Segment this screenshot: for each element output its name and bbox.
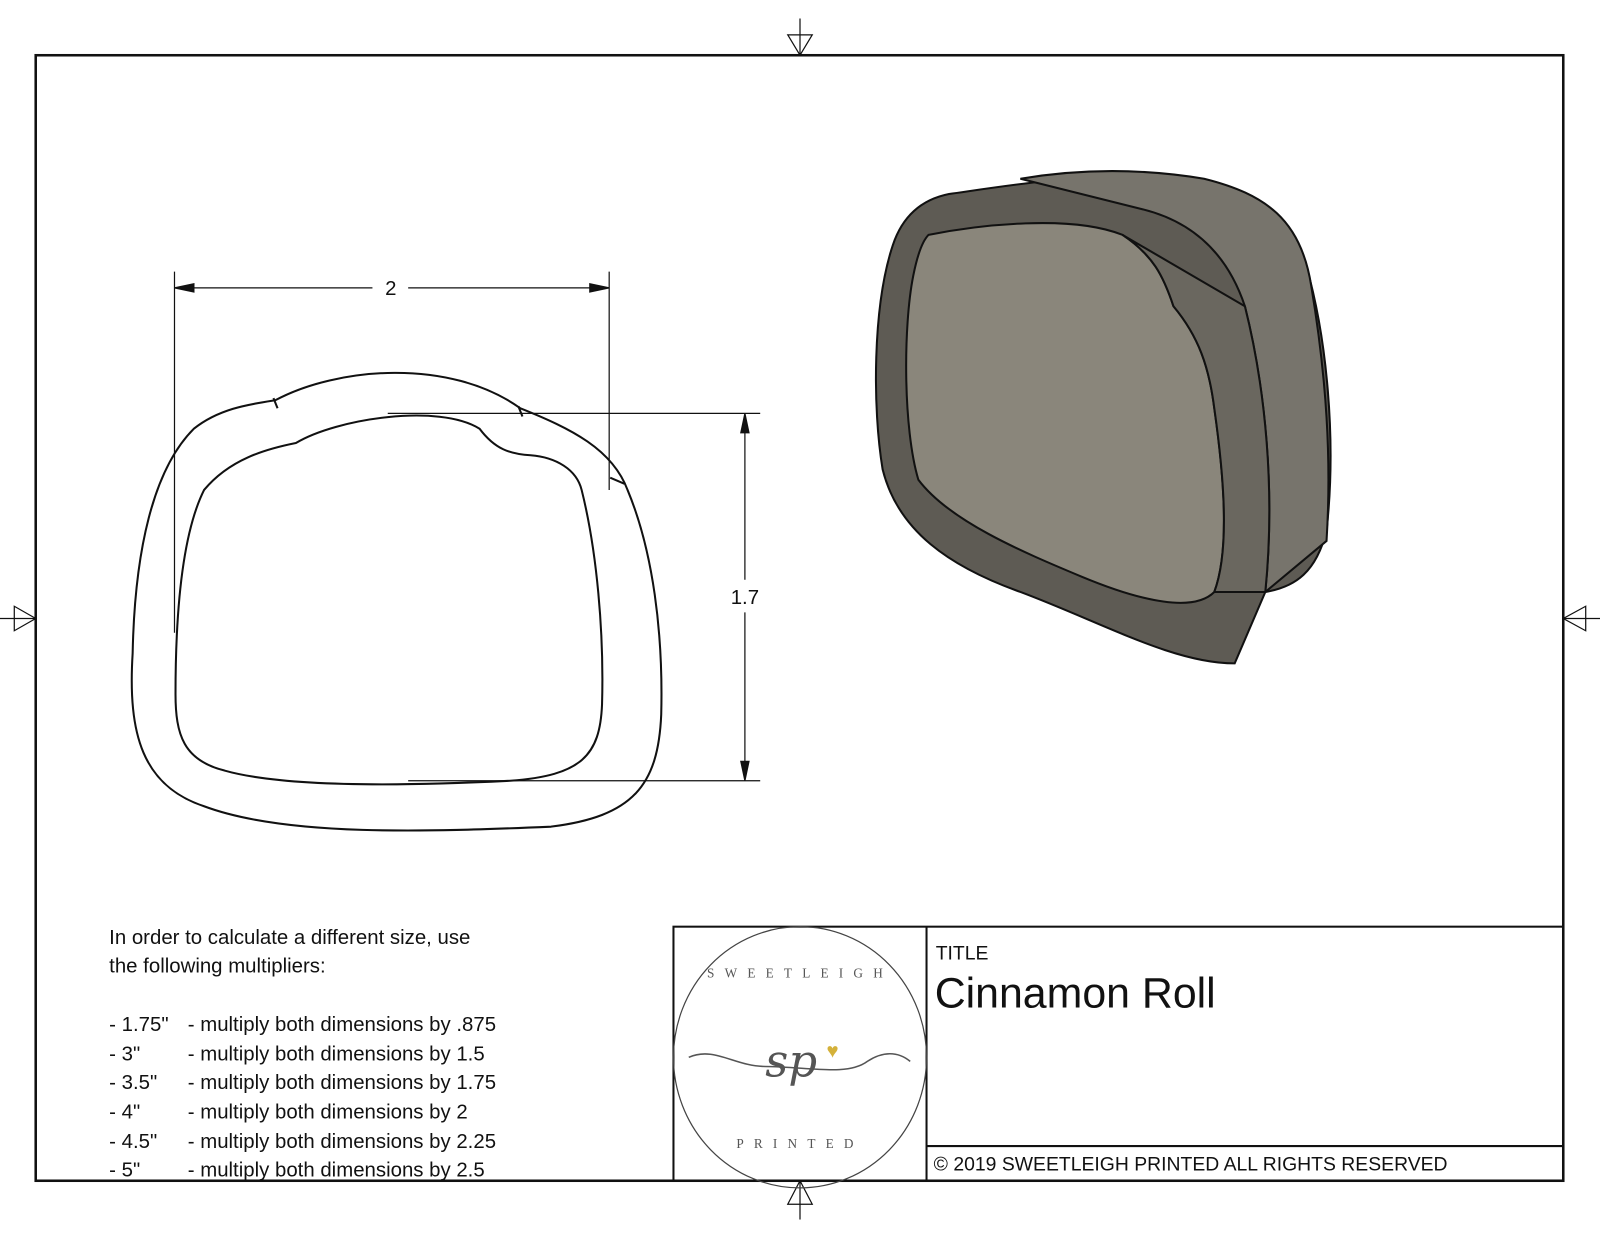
multiplier-size: - 3" [109,1043,140,1065]
sweetleigh-printed-logo: sp ♥ SWEETLEIGH PRINTED [672,926,928,1189]
cutter-isometric-view [874,170,1332,665]
dimension-width-label: 2 [385,278,396,300]
dimension-height-label: 1.7 [731,587,759,609]
center-mark-bottom [786,1179,814,1220]
instructions-intro-line2: the following multipliers: [109,956,325,978]
multiplier-text: - multiply both dimensions by 1.75 [188,1072,496,1094]
drawing-title: Cinnamon Roll [935,969,1216,1017]
multiplier-text: - multiply both dimensions by 2.5 [188,1160,485,1182]
cutter-top-view [130,371,663,832]
multiplier-size: - 5" [109,1160,140,1182]
logo-bottom-text: PRINTED [736,1136,863,1151]
logo-monogram: sp [765,1035,817,1088]
heart-icon: ♥ [827,1040,839,1062]
logo-top-text: SWEETLEIGH [707,966,893,981]
multiplier-size: - 4.5" [109,1131,157,1153]
multiplier-size: - 4" [109,1102,140,1124]
multiplier-text: - multiply both dimensions by 1.5 [188,1043,485,1065]
instructions-intro-line1: In order to calculate a different size, … [109,927,470,949]
center-mark-top [786,18,814,57]
multiplier-size: - 3.5" [109,1072,157,1094]
center-mark-right [1561,605,1600,632]
title-label: TITLE [936,942,989,964]
multiplier-text: - multiply both dimensions by .875 [188,1014,496,1036]
sheet-border [34,53,1565,1183]
multiplier-text: - multiply both dimensions by 2.25 [188,1131,496,1153]
multiplier-list: - 1.75" - multiply both dimensions by .8… [109,1014,496,1182]
dimension-height [387,412,761,782]
multiplier-text: - multiply both dimensions by 2 [188,1102,468,1124]
dimension-width [173,271,610,633]
copyright-text: © 2019 SWEETLEIGH PRINTED ALL RIGHTS RES… [934,1154,1448,1176]
center-mark-left [0,605,37,632]
multiplier-size: - 1.75" [109,1014,168,1036]
